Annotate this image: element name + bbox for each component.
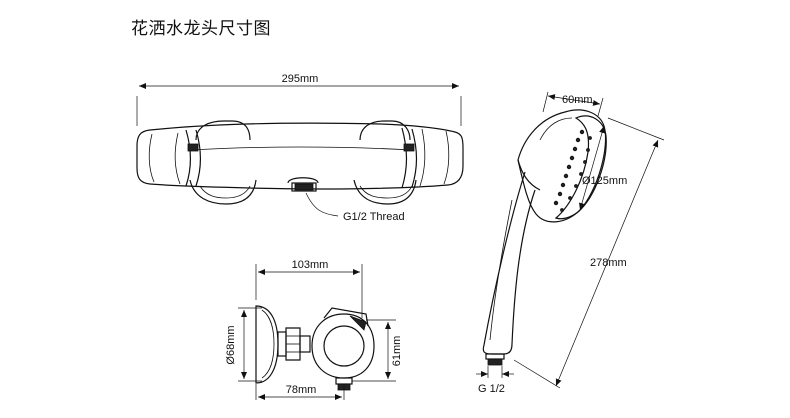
clamp-band-right-a: [401, 127, 408, 189]
end-cap-left-line: [148, 133, 155, 183]
bracket-right-bottom: [353, 179, 417, 205]
extension-line-length-bottom: [513, 359, 561, 389]
connector-stub: [277, 331, 287, 357]
bracket-left-bottom: [189, 179, 257, 205]
page-title: 花洒水龙头尺寸图: [131, 19, 271, 39]
outlet-nut-side: [335, 377, 353, 385]
outlet-collar: [287, 177, 319, 184]
end-cap-right-line: [419, 128, 426, 187]
wall-plate-inner: [261, 309, 275, 379]
end-cap-left-line-2: [174, 132, 181, 185]
hand-shower: 60mm: [476, 91, 665, 395]
body-contour-line: [189, 146, 411, 151]
clamp-side-mark: [349, 315, 367, 331]
dimension-label-diameter-side: Ø68mm: [225, 325, 237, 364]
leader-line-thread-top: [305, 192, 339, 217]
shower-connector-nut: [485, 353, 505, 360]
dimension-label-head-diameter: Ø125mm: [582, 175, 627, 187]
bracket-left-inner: [199, 185, 251, 199]
shower-nozzles: [553, 129, 592, 212]
dimension-line-head-width: [547, 94, 601, 106]
hex-nut: [285, 327, 301, 361]
outlet-nut: [291, 182, 317, 192]
bracket-right-top: [359, 120, 411, 141]
clamp-band-left-b: [195, 129, 202, 187]
shower-head-rim: [539, 117, 573, 141]
clamp-band-right-mark: [403, 143, 415, 152]
shower-connector-thread: [487, 358, 503, 366]
dimension-label-shower-length: 278mm: [590, 257, 627, 269]
shower-handle-contour: [489, 199, 513, 341]
bracket-left-top: [195, 120, 251, 141]
extension-line-head-width-left: [542, 91, 549, 113]
dimension-line-shower-length: [555, 139, 659, 387]
wall-plate: [255, 305, 279, 384]
label-thread-top: G1/2 Thread: [343, 211, 405, 223]
valve-body-side-inner: [323, 325, 365, 367]
dimension-label-depth-side: 78mm: [286, 384, 317, 396]
bracket-right-inner: [359, 185, 413, 199]
extension-line-head-width-right: [597, 97, 604, 117]
valve-side-view: 103mm Ø68mm 61mm 78mm: [225, 259, 403, 400]
valve-body: [136, 122, 464, 190]
outlet-thread: [294, 183, 314, 191]
valve-front-view: 295mm G1/2 Thread: [136, 73, 464, 223]
label-thread-handheld: G 1/2: [478, 383, 505, 395]
dimension-label-head-width: 60mm: [562, 94, 593, 106]
extension-line-length-top: [607, 117, 665, 141]
dimension-label-width-side: 103mm: [292, 259, 329, 271]
dimension-label-width-top: 295mm: [282, 73, 319, 85]
dimension-label-height-side: 61mm: [391, 336, 403, 367]
clamp-band-right-b: [411, 128, 418, 188]
connector-neck: [299, 335, 311, 353]
end-cap-right-line-2: [443, 130, 450, 185]
valve-body-side: [311, 313, 375, 379]
clamp-band-left-mark: [187, 143, 199, 152]
clamp-band-left-a: [185, 129, 192, 187]
